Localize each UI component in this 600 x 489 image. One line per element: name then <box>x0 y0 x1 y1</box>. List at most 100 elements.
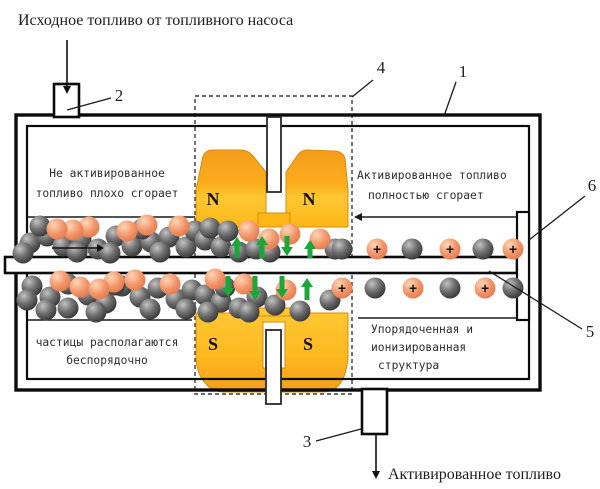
caption-left-top-line2: топливо плохо сгорает <box>36 187 179 200</box>
part-number-housing: 1 <box>459 62 468 81</box>
fuel-particle-gray <box>149 241 171 263</box>
flow-arrow-left <box>52 244 104 252</box>
caption-right-top-line2: полностью сгорает <box>368 189 484 202</box>
part-number-inlet: 2 <box>115 86 124 105</box>
outlet-pipe <box>360 387 389 436</box>
fuel-particle-gray <box>99 242 121 264</box>
fuel-particle-orange <box>233 273 255 295</box>
part-number-channel: 5 <box>586 322 595 341</box>
fuel-particle-orange <box>78 216 100 238</box>
field-arrow-head <box>281 247 293 256</box>
magnet-top-right-half <box>285 149 349 228</box>
magnet-mount-tube-top <box>266 116 282 193</box>
fuel-particle-gray <box>175 236 197 258</box>
fuel-particle-gray <box>194 284 216 306</box>
magnetic-field-arrows-layer <box>222 236 316 300</box>
field-arrow-head <box>222 288 234 297</box>
field-arrow-up <box>301 278 313 300</box>
fuel-particle-orange <box>116 220 138 242</box>
fuel-particle-gray <box>199 217 221 239</box>
fuel-particle-gray <box>175 298 197 320</box>
field-arrow-down <box>249 276 261 300</box>
fuel-particle-gray <box>331 238 353 260</box>
caption-right-bottom-line3: структура <box>378 359 439 372</box>
fuel-particle-orange <box>49 270 71 292</box>
field-arrow-down <box>281 236 293 256</box>
title-inlet-fuel: Исходное топливо от топливного насоса <box>18 12 293 29</box>
field-arrow-up <box>231 237 243 258</box>
fuel-particle-gray <box>85 301 107 323</box>
fuel-particle-gray <box>364 277 386 299</box>
field-arrow-head <box>301 278 313 287</box>
caption-left-bottom-line1: частицы располагаются <box>36 336 179 349</box>
field-arrow-head <box>231 237 243 246</box>
fuel-particle-ion <box>474 277 496 299</box>
field-arrow-head <box>249 291 261 300</box>
fuel-particle-orange <box>238 220 260 242</box>
fuel-particle-orange <box>279 223 301 245</box>
fuel-particle-gray <box>66 241 88 263</box>
ion-plus-sign: + <box>509 243 517 258</box>
fuel-particle-ion <box>439 238 461 260</box>
fuel-particle-gray <box>238 301 260 323</box>
fuel-particle-orange <box>62 219 84 241</box>
field-arrow-up <box>304 240 316 258</box>
outlet-flow-arrow <box>372 434 380 479</box>
leader-line-2 <box>66 97 112 111</box>
fuel-particle-gray <box>264 294 286 316</box>
caption-right-top-line1: Активированное топливо <box>357 169 507 182</box>
caption-right-bottom-line1: Упорядоченная и <box>371 323 473 336</box>
ion-plus-sign: + <box>409 282 417 297</box>
fuel-particle-gray <box>217 220 239 242</box>
fuel-particle-gray <box>289 300 311 322</box>
part-number-outlet: 3 <box>303 432 312 451</box>
ion-plus-sign: + <box>446 243 454 258</box>
caption-right-bottom-line2: ионизированная <box>371 341 466 354</box>
leader-line-4 <box>351 79 374 98</box>
fuel-particle-gray <box>35 299 57 321</box>
fuel-particle-gray <box>401 238 423 260</box>
fuel-particle-gray <box>12 242 34 264</box>
right-divider-arrowhead <box>354 213 362 221</box>
magnet-top <box>195 149 349 228</box>
fuel-particle-gray <box>29 215 51 237</box>
field-arrow-up <box>256 236 268 258</box>
fuel-particle-orange <box>136 214 158 236</box>
magnet-top-left-half <box>195 149 267 228</box>
fuel-particle-gray <box>197 301 219 323</box>
leader-line-5 <box>488 270 583 330</box>
magnet-top-bridge <box>257 212 291 228</box>
field-arrow-head <box>276 289 288 298</box>
fuel-particle-gray <box>210 236 232 258</box>
field-arrow-down <box>276 276 288 298</box>
field-arrow-down <box>222 276 234 297</box>
leader-line-3 <box>315 428 362 442</box>
title-outlet-fuel: Активированное топливо <box>388 466 561 483</box>
fuel-particle-orange <box>168 215 190 237</box>
fuel-particle-gray <box>16 289 38 311</box>
fuel-particle-orange <box>69 276 91 298</box>
fuel-particle-ion <box>502 238 524 260</box>
fuel-particle-orange <box>46 218 68 240</box>
fuel-particle-orange <box>124 269 146 291</box>
ion-plus-sign: + <box>481 282 489 297</box>
electrode-plate <box>515 210 531 322</box>
magnet-mount-tube-bottom <box>265 329 282 405</box>
ion-plus-sign: + <box>338 282 346 297</box>
leader-line-6 <box>528 195 586 241</box>
part-number-magnet-block: 4 <box>377 58 386 77</box>
field-arrow-head <box>256 236 268 245</box>
pole-label-s-right: S <box>303 334 313 354</box>
pole-label-n-right: N <box>303 189 316 209</box>
fuel-particle-ion <box>402 277 424 299</box>
leader-line-1 <box>443 81 457 117</box>
fuel-particle-orange <box>309 228 331 250</box>
pole-label-n-left: N <box>207 189 220 209</box>
fuel-particle-gray <box>139 298 161 320</box>
fuel-particle-gray <box>439 277 461 299</box>
fuel-particle-ion <box>331 277 353 299</box>
fuel-particle-ion <box>366 238 388 260</box>
fuel-particle-orange <box>204 268 226 290</box>
